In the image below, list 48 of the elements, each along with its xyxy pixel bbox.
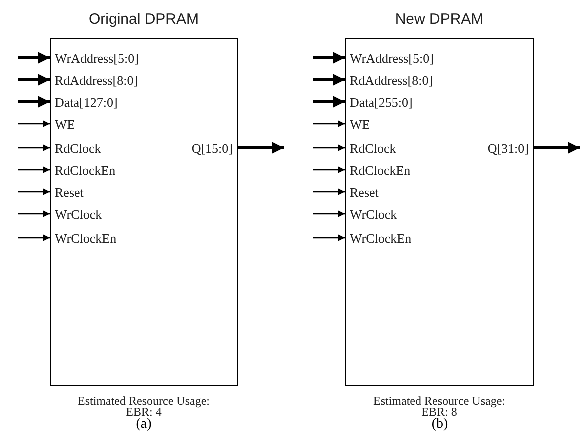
arrow xyxy=(18,188,50,196)
arrow xyxy=(313,166,345,174)
input-port-label: RdClockEn xyxy=(350,163,411,179)
input-port-label: WrClock xyxy=(350,207,398,223)
arrow xyxy=(534,142,580,154)
input-port-label: Data[127:0] xyxy=(55,95,118,111)
arrow xyxy=(313,144,345,152)
arrow xyxy=(313,74,345,86)
input-port-label: RdClock xyxy=(350,141,396,157)
resource-usage-note: EBR: 4 xyxy=(126,407,162,418)
arrow xyxy=(238,142,284,154)
input-port-label: RdAddress[8:0] xyxy=(55,73,138,89)
arrow xyxy=(313,52,345,64)
input-port-label: Data[255:0] xyxy=(350,95,413,111)
arrow xyxy=(18,96,50,108)
input-port-label: RdAddress[8:0] xyxy=(350,73,434,89)
arrow xyxy=(313,234,345,242)
block-title: New DPRAM xyxy=(394,10,485,30)
input-port-label: WE xyxy=(350,117,370,133)
input-port-label: RdClockEn xyxy=(55,163,116,179)
arrow xyxy=(313,96,345,108)
subfigure-label: (b) xyxy=(432,416,448,434)
input-port-label: WE xyxy=(55,117,76,133)
arrow xyxy=(313,120,345,128)
resource-usage-note: Estimated Resource Usage: xyxy=(78,396,210,407)
arrow xyxy=(18,74,50,86)
arrow xyxy=(18,210,50,218)
arrow xyxy=(18,144,50,152)
input-port-label: Reset xyxy=(350,185,379,201)
input-port-label: WrClockEn xyxy=(55,231,117,247)
input-port-label: WrClock xyxy=(55,207,102,223)
arrow xyxy=(18,120,50,128)
arrow xyxy=(313,188,345,196)
resource-usage-note: EBR: 8 xyxy=(422,407,458,418)
input-port-label: WrAddress[5:0] xyxy=(55,51,139,67)
arrow xyxy=(18,166,50,174)
output-port-label: Q[31:0] xyxy=(488,141,529,157)
input-port-label: Reset xyxy=(55,185,84,201)
arrow xyxy=(18,234,50,242)
arrow xyxy=(313,210,345,218)
resource-usage-note: Estimated Resource Usage: xyxy=(374,396,506,407)
arrow xyxy=(18,52,50,64)
subfigure-label: (a) xyxy=(136,416,152,434)
input-port-label: WrClockEn xyxy=(350,231,412,247)
input-port-label: WrAddress[5:0] xyxy=(350,51,434,67)
output-port-label: Q[15:0] xyxy=(192,141,233,157)
block-title: Original DPRAM xyxy=(88,10,200,30)
input-port-label: RdClock xyxy=(55,141,102,157)
